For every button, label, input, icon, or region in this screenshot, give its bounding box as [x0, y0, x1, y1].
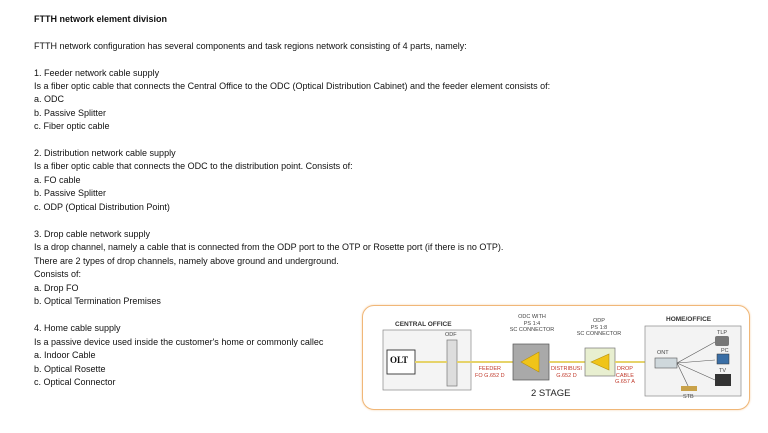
list-item: c. ODP (Optical Distribution Point)	[34, 202, 170, 212]
page-title: FTTH network element division	[34, 14, 168, 24]
central-office-label: CENTRAL OFFICE	[395, 321, 452, 328]
list-item: a. ODC	[34, 94, 65, 104]
list-item: b. Optical Rosette	[34, 364, 106, 374]
stb-icon	[681, 386, 697, 391]
diagram-graphics	[382, 325, 742, 397]
odp-splitter-icon	[590, 353, 610, 371]
tv-icon	[715, 374, 731, 386]
section-heading: 4. Home cable supply	[34, 323, 121, 333]
odp-label: ODP PS 1:8 SC CONNECTOR	[576, 318, 622, 337]
odf-label: ODF	[445, 332, 457, 338]
tv-label: TV	[719, 368, 727, 374]
section-heading: 1. Feeder network cable supply	[34, 68, 160, 78]
odf-rack	[446, 339, 458, 387]
stb-label: STB	[683, 394, 694, 400]
olt-box	[386, 349, 416, 375]
intro-text: FTTH network configuration has several c…	[34, 41, 467, 51]
list-item: a. Indoor Cable	[34, 350, 96, 360]
section-heading: 3. Drop cable network supply	[34, 229, 151, 239]
paragraph-line: Is a fiber optic cable that connects the…	[34, 81, 551, 91]
paragraph-line: Is a fiber optic cable that connects the…	[34, 161, 353, 171]
list-item: a. Drop FO	[34, 283, 79, 293]
odc-label: ODC WITH PS 1:4 SC CONNECTOR	[509, 314, 555, 333]
list-item: b. Optical Termination Premises	[34, 296, 161, 306]
ont-label: ONT	[657, 350, 669, 356]
paragraph-line: Is a drop channel, namely a cable that i…	[34, 242, 504, 252]
distribusi-label: DISTRIBUSI G.652 D	[551, 366, 582, 379]
telp-label: TLP	[717, 330, 728, 336]
phone-icon	[715, 336, 729, 346]
ftth-diagram: CENTRAL OFFICE ODF OLT ODC WITH PS 1:4 S…	[362, 305, 750, 410]
section-heading: 2. Distribution network cable supply	[34, 148, 176, 158]
home-office-label: HOME/OFFICE	[666, 316, 712, 323]
odc-splitter-icon	[520, 351, 540, 373]
list-item: a. FO cable	[34, 175, 81, 185]
list-item: b. Passive Splitter	[34, 188, 107, 198]
paragraph-line: Consists of:	[34, 269, 82, 279]
list-item: b. Passive Splitter	[34, 108, 107, 118]
pc-icon	[716, 353, 730, 365]
pc-label: PC	[721, 348, 729, 354]
olt-label: OLT	[390, 355, 409, 365]
feeder-label: FEEDER FO G.652 D	[475, 366, 505, 379]
list-item: c. Optical Connector	[34, 377, 116, 387]
paragraph-line: Is a passive device used inside the cust…	[34, 337, 324, 347]
paragraph-line: There are 2 types of drop channels, name…	[34, 256, 339, 266]
drop-cable-label: DROP CABLE G.657 A	[615, 366, 635, 385]
ont-device	[654, 357, 678, 369]
stage-label: 2 STAGE	[531, 388, 571, 399]
list-item: c. Fiber optic cable	[34, 121, 110, 131]
